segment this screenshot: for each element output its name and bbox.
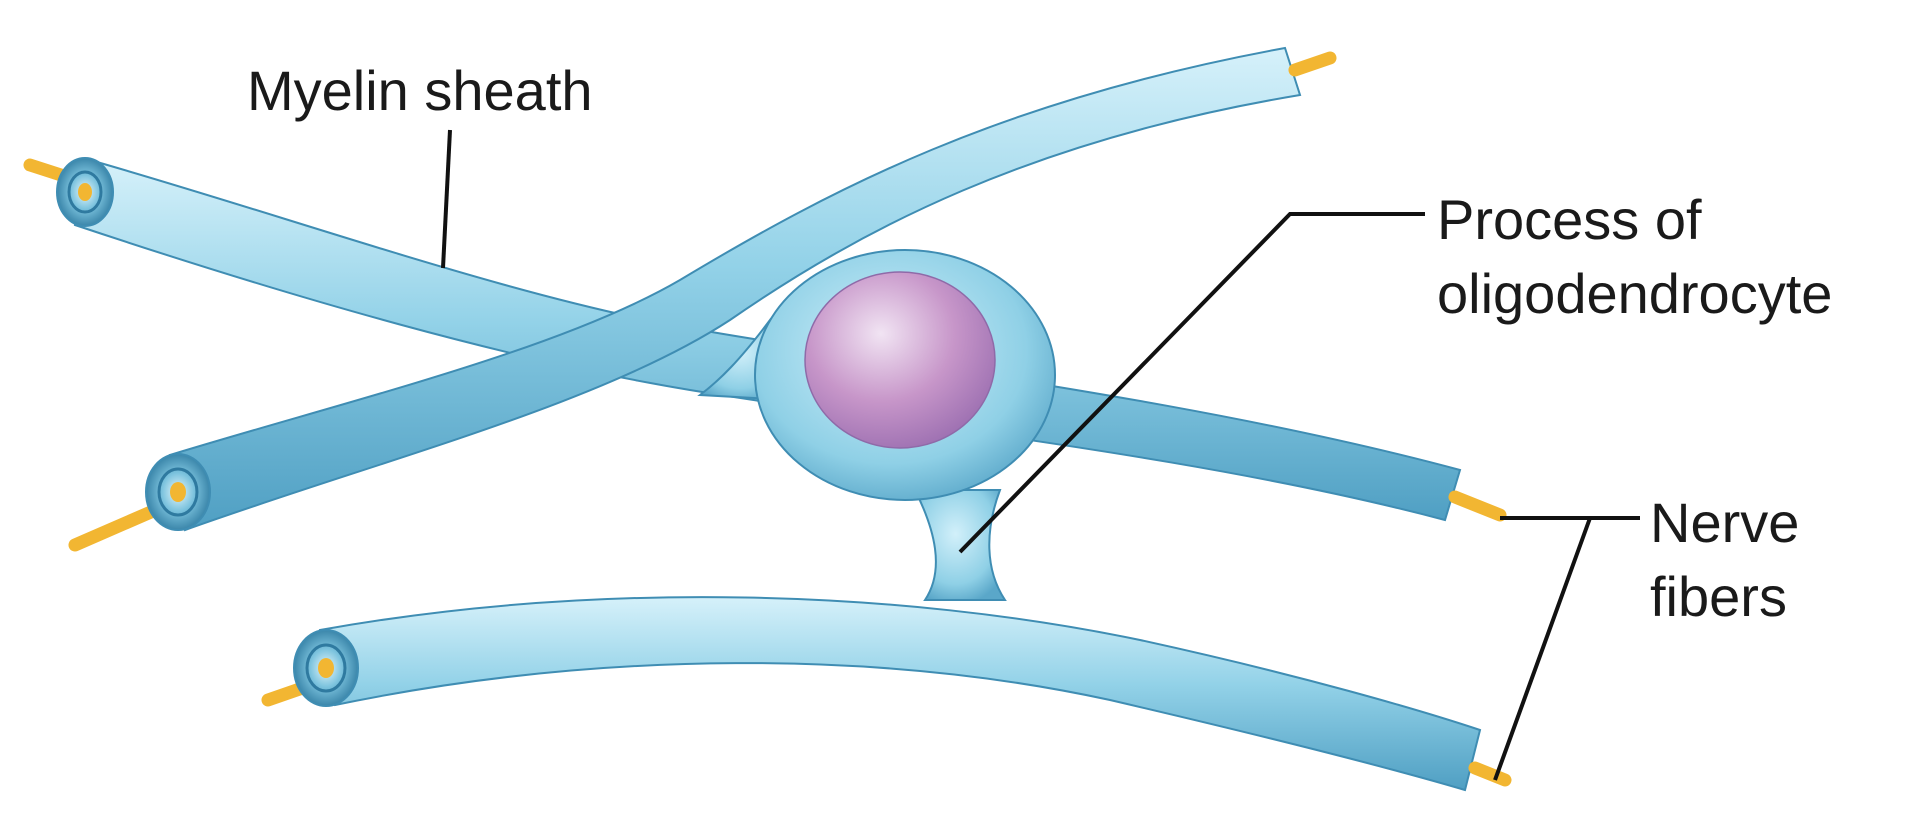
myelin-sheath-leader: [441, 129, 452, 269]
process-of-oligodendrocyte-label-line2: oligodendrocyte: [1437, 262, 1833, 325]
leader-lines: [441, 129, 1640, 781]
myelin-sheath-label: Myelin sheath: [247, 59, 593, 122]
nerve-fibers-label-line1: Nerve: [1650, 491, 1800, 554]
process-of-oligodendrocyte-label-line1: Process of: [1437, 188, 1702, 251]
nerve-fibers-leader-lower: [1493, 517, 1592, 781]
myelin-sheath-tube: [318, 596, 1482, 792]
process-leader: [958, 212, 1425, 554]
axon: [1448, 490, 1507, 522]
oligodendrocyte: [697, 249, 1056, 601]
oligodendrocyte-process: [913, 489, 1007, 601]
nerve-fiber-2: [68, 46, 1337, 552]
myelin-sheath-tube: [168, 46, 1302, 532]
nerve-fibers-label-line2: fibers: [1650, 565, 1787, 628]
axon: [1468, 761, 1512, 787]
nucleus: [804, 271, 996, 449]
axon: [1288, 51, 1337, 77]
nerve-fiber-3: [261, 596, 1512, 792]
